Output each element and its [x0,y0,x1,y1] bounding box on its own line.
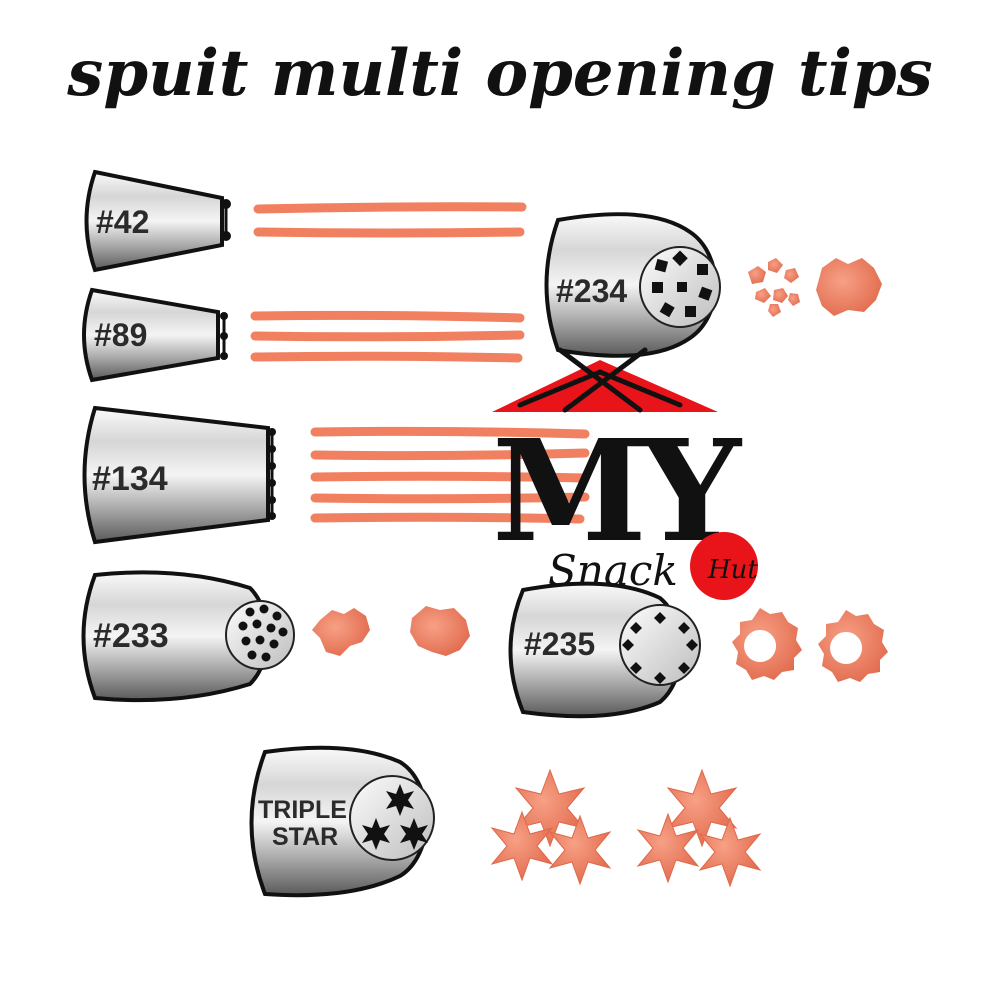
tip-234-opening-icon [652,250,713,318]
tip-triple-star-icing [490,768,762,888]
tip-triple-star-label-line1: TRIPLE [258,796,347,824]
tip-234-label: #234 [556,273,627,309]
tip-89-label: #89 [94,317,147,353]
tip-42-nozzle [84,169,224,273]
tip-89-icing-lines [250,310,525,363]
tip-234-icing [748,258,882,317]
tip-235-icing [732,608,888,682]
tip-233-opening-icon [238,604,288,662]
watermark-badge [690,532,758,600]
tip-89-opening-icon [220,312,228,360]
tip-134-label: #134 [92,460,168,498]
tip-134-opening-icon [268,428,276,520]
watermark-chopsticks-icon [517,347,683,413]
watermark-badge-text: Hut [707,555,758,585]
tip-233-icing [312,606,470,656]
tip-235: #235 [508,581,888,719]
tip-89: #89 [82,287,525,383]
tip-42-label: #42 [96,204,149,240]
tip-triple-star-opening-icon [362,784,428,850]
tip-234: #234 [544,212,882,358]
tip-89-nozzle [82,287,220,383]
tip-235-label: #235 [524,626,595,662]
tip-233-label: #233 [93,617,169,655]
page-title: spuit multi opening tips [66,36,932,111]
tip-42-opening-icon [221,199,231,241]
tip-233: #233 [81,570,470,703]
watermark-logo: MY Snack Hut [492,347,758,600]
tip-233-nozzle [81,570,270,703]
tip-134-icing-lines [310,426,590,524]
tip-42-icing-lines [253,202,527,238]
tip-235-opening-icon [622,612,698,684]
watermark-sub-text: Snack [548,546,678,595]
tip-134-nozzle [82,405,270,545]
tip-134: #134 [82,405,590,545]
tip-42: #42 [84,169,527,273]
tip-triple-star: TRIPLE STAR [249,745,762,898]
tip-triple-star-label-line2: STAR [272,823,338,851]
